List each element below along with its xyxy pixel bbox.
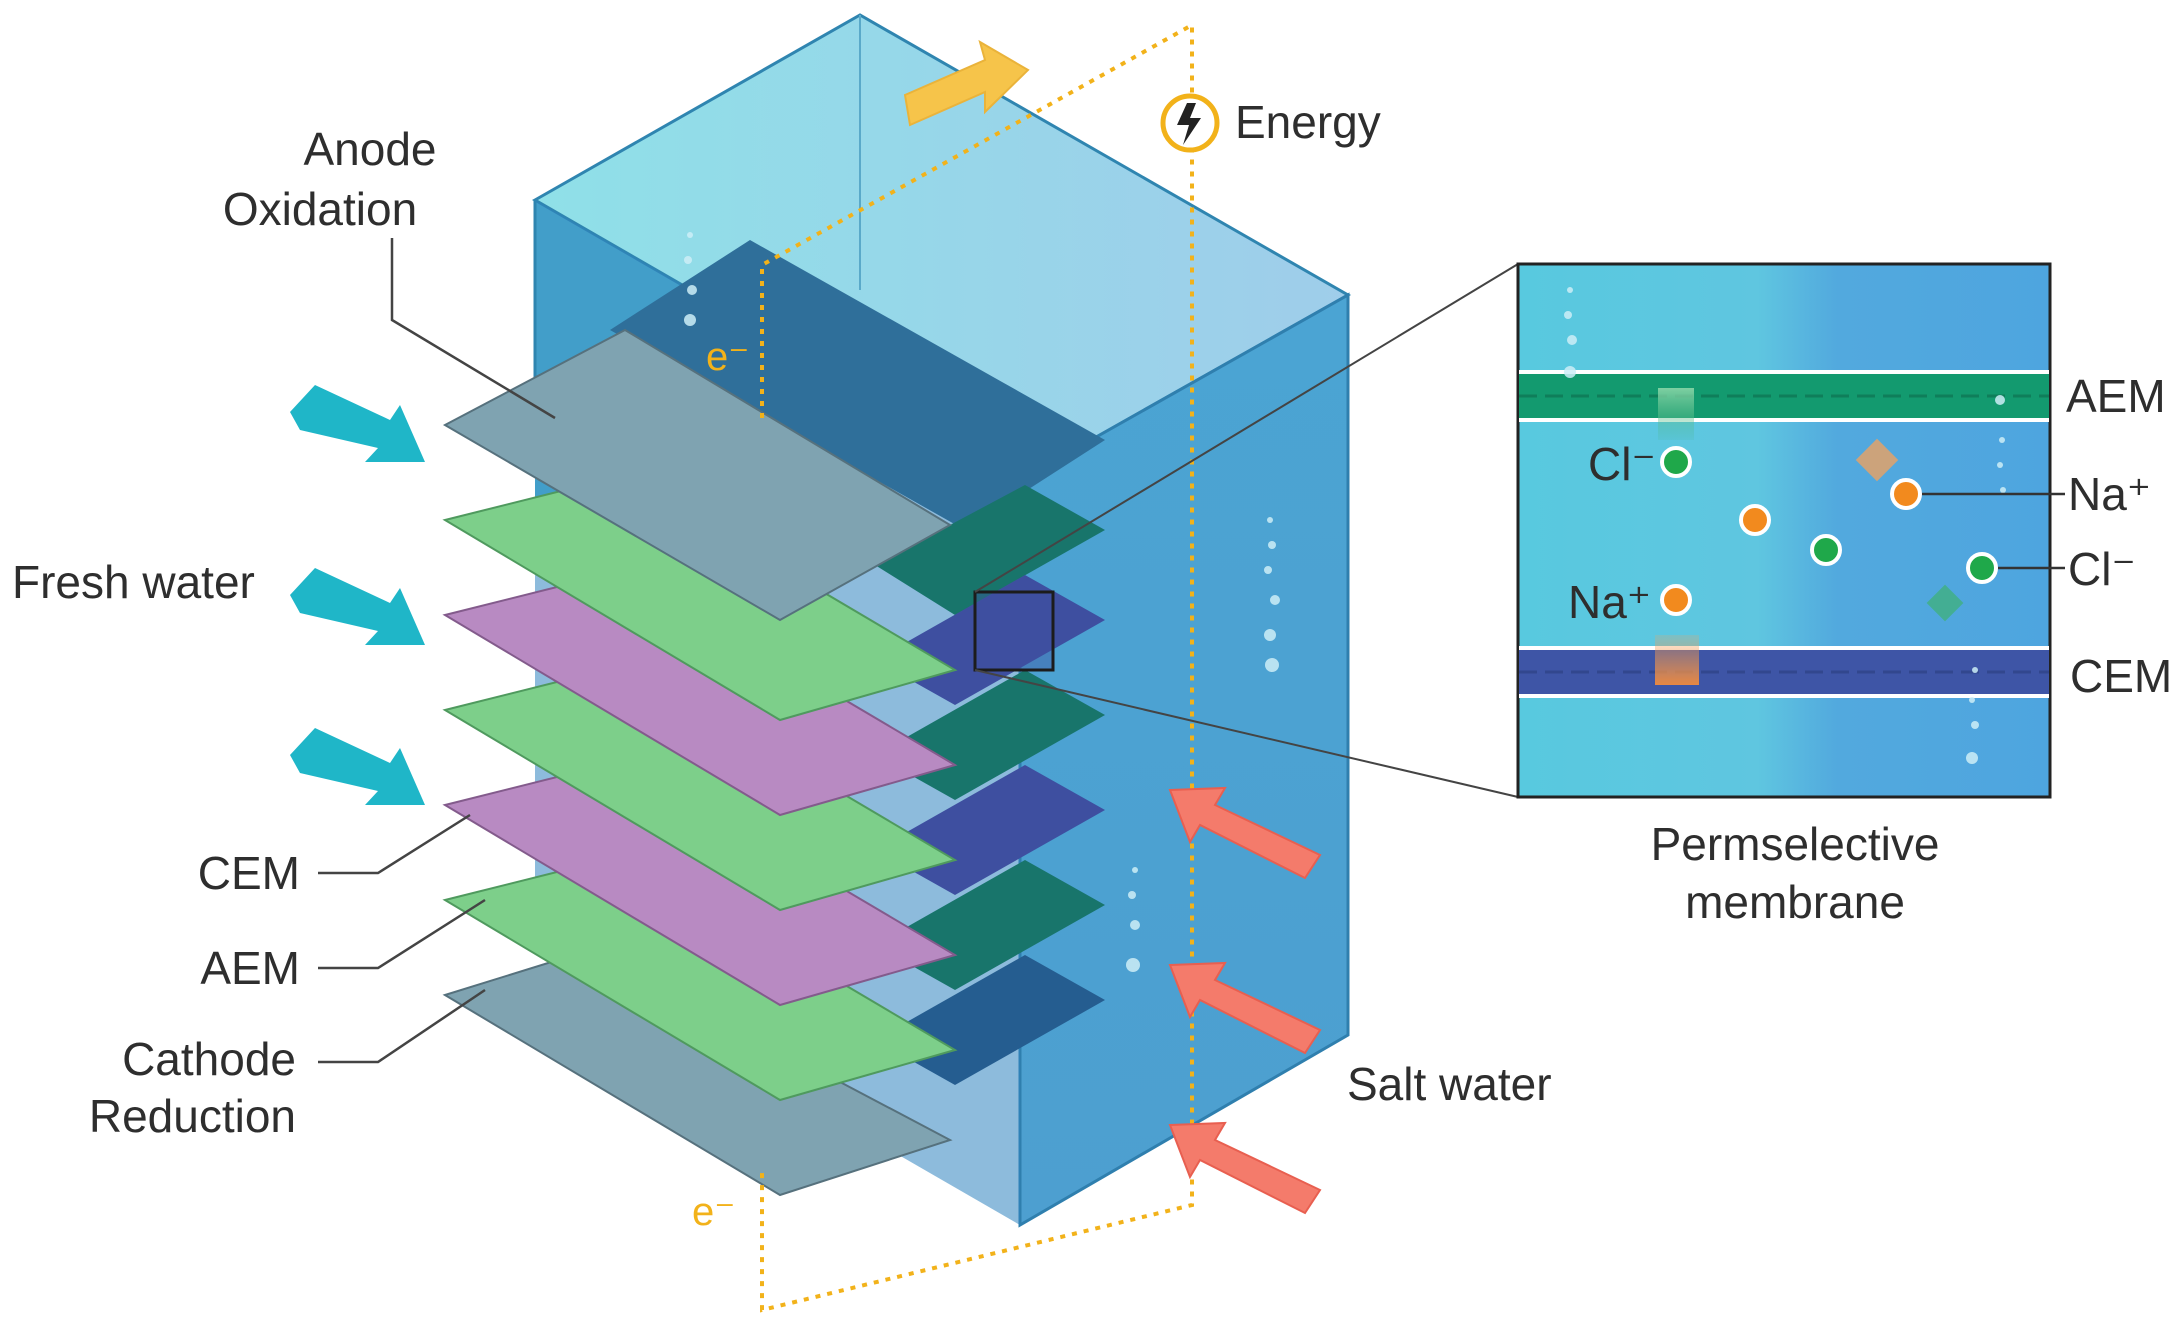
electron-label-top: e⁻ xyxy=(706,335,749,379)
chloride-ion xyxy=(1660,446,1692,478)
cem-label: CEM xyxy=(198,847,300,899)
inset-caption-line1: Permselective xyxy=(1651,818,1940,870)
salt-water-label: Salt water xyxy=(1347,1058,1552,1110)
fresh-water-arrow-3 xyxy=(290,728,425,805)
inset-cem-label: CEM xyxy=(2070,650,2172,702)
fresh-water-arrow-1 xyxy=(290,385,425,462)
energy-arrow xyxy=(903,39,1030,127)
chloride-ion xyxy=(1966,552,1998,584)
fresh-water-arrow-2 xyxy=(290,568,425,645)
inset-na-right-label: Na⁺ xyxy=(2068,468,2151,520)
energy-label: Energy xyxy=(1235,96,1381,148)
anode-label-line2: Oxidation xyxy=(223,183,417,235)
membrane-inset xyxy=(1516,262,2065,799)
zoom-indicator xyxy=(973,263,1519,798)
inset-cl-right-label: Cl⁻ xyxy=(2068,543,2136,595)
lightning-bolt-icon xyxy=(1177,103,1201,145)
anode-plate xyxy=(442,328,952,622)
membrane-stack xyxy=(442,328,958,1197)
fresh-water-arrows xyxy=(290,385,425,805)
inset-cl-left-label: Cl⁻ xyxy=(1588,438,1656,490)
salt-water-arrow-2 xyxy=(1168,961,1322,1055)
salt-water-arrows xyxy=(1168,786,1322,1215)
anode-label-line1: Anode xyxy=(303,123,436,175)
electron-label-bottom: e⁻ xyxy=(692,1190,735,1234)
fresh-water-label: Fresh water xyxy=(12,556,255,608)
cathode-label-line1: Cathode xyxy=(122,1033,296,1085)
label-leaders xyxy=(318,238,556,1064)
cathode-plate xyxy=(442,948,953,1197)
aem-label: AEM xyxy=(200,942,300,994)
energy-symbol xyxy=(1160,93,1220,153)
bubbles xyxy=(684,232,1280,972)
chloride-ion xyxy=(1810,534,1842,566)
salt-water-arrow-3 xyxy=(1168,1121,1322,1215)
sodium-ion xyxy=(1660,584,1692,616)
inset-aem-label: AEM xyxy=(2066,370,2166,422)
salt-water-arrow-1 xyxy=(1168,786,1322,880)
cathode-label-line2: Reduction xyxy=(89,1090,296,1142)
inset-na-left-label: Na⁺ xyxy=(1568,576,1651,628)
inset-caption-line2: membrane xyxy=(1685,876,1905,928)
sodium-ion xyxy=(1739,504,1771,536)
sodium-ion xyxy=(1890,478,1922,510)
